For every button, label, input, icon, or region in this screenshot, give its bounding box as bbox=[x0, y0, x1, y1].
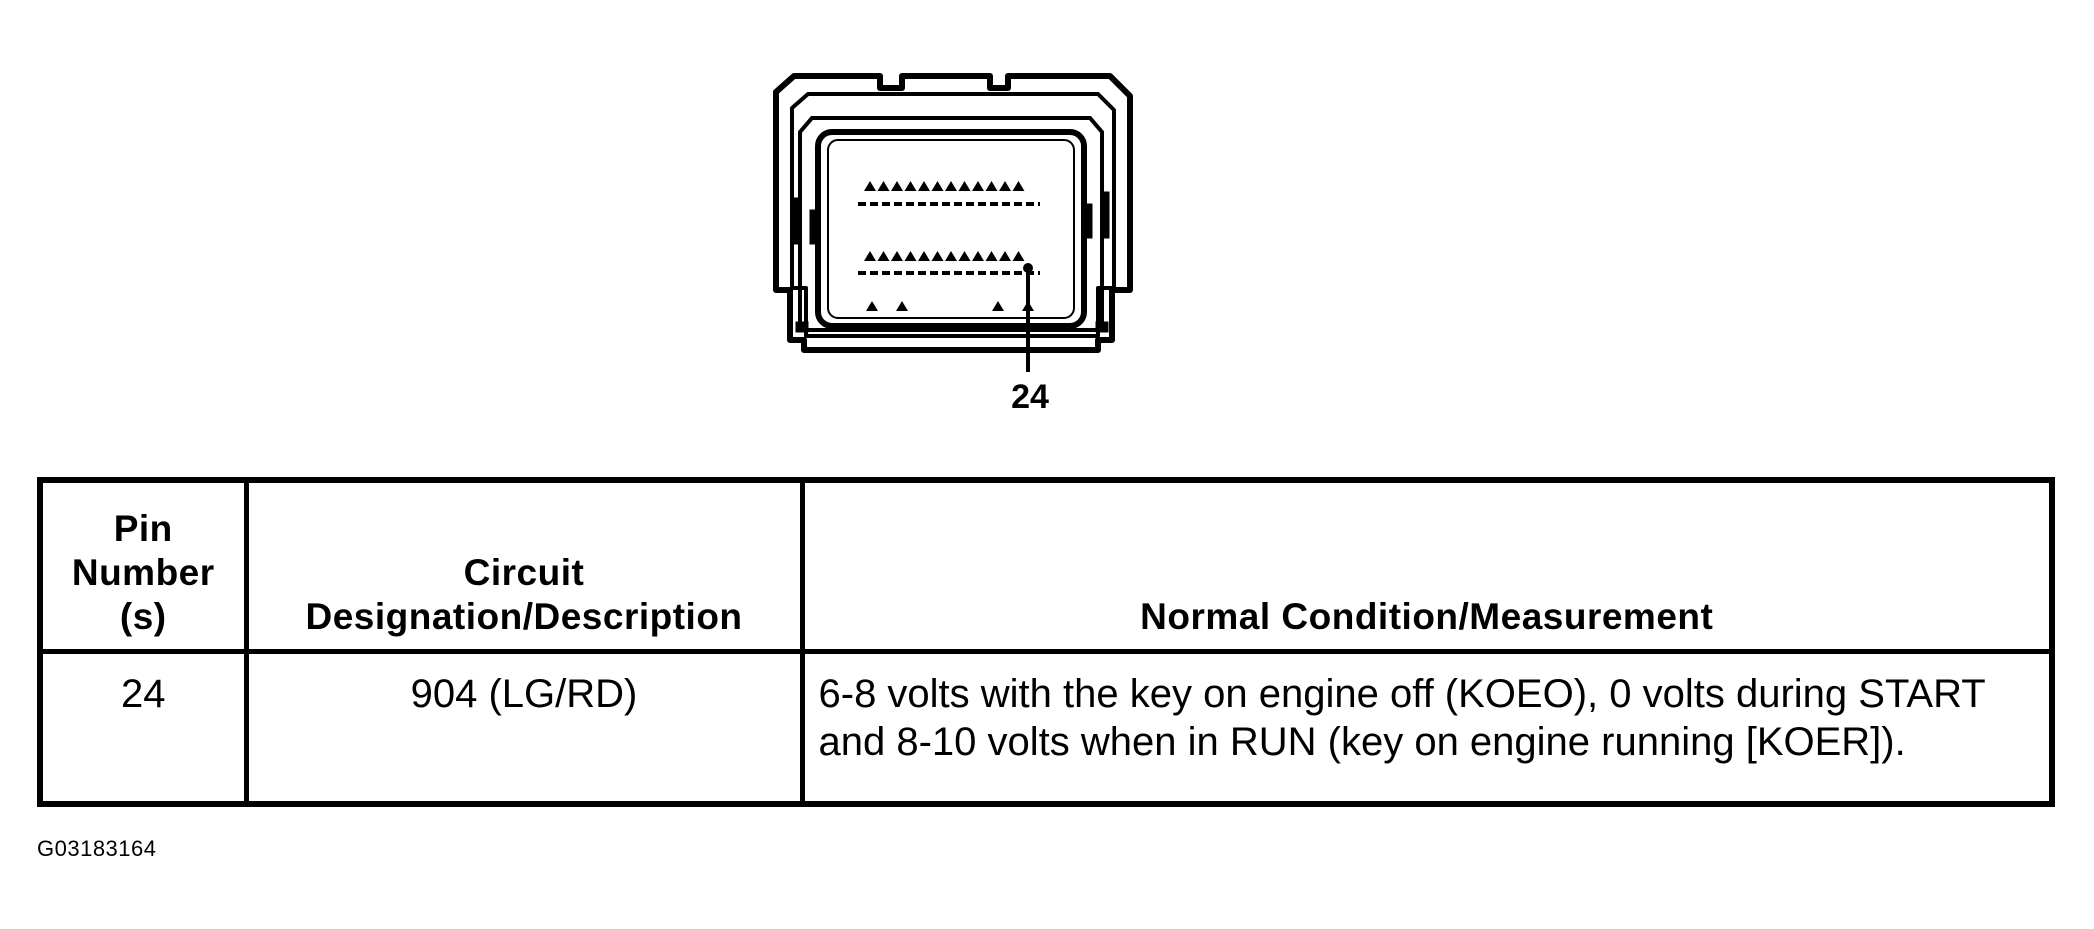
pin-cavity bbox=[904, 251, 917, 261]
pin-cavity bbox=[985, 251, 998, 261]
cell-measurement: 6-8 volts with the key on engine off (KO… bbox=[799, 649, 2055, 807]
pin-cavity bbox=[945, 251, 957, 261]
pin-cavity bbox=[999, 181, 1011, 191]
header-measurement: Normal Condition/Measurement bbox=[799, 477, 2055, 654]
pin-row-middle bbox=[858, 251, 1040, 275]
pin-cavity bbox=[896, 301, 908, 311]
pin-cavity bbox=[1012, 181, 1025, 191]
cell-pin: 24 bbox=[37, 649, 249, 807]
pin-cavity bbox=[891, 181, 903, 191]
pin-callout-label: 24 bbox=[1011, 378, 1049, 416]
pin-row-lower bbox=[866, 301, 1034, 311]
pin-cavity bbox=[999, 251, 1011, 261]
table-row: 24 904 (LG/RD) 6-8 volts with the key on… bbox=[37, 649, 2055, 807]
pin-cavity bbox=[992, 301, 1004, 311]
pin-cavity bbox=[958, 251, 971, 261]
pin-cavity bbox=[864, 251, 876, 261]
cell-circuit: 904 (LG/RD) bbox=[243, 649, 805, 807]
pin-cavity bbox=[866, 301, 878, 311]
pin-cavity bbox=[945, 181, 957, 191]
pin-cavity bbox=[972, 251, 984, 261]
pin-cavity bbox=[877, 181, 890, 191]
connector-diagram: 24 bbox=[773, 73, 1133, 416]
pin-row-upper bbox=[858, 181, 1040, 206]
pin-cavity bbox=[918, 181, 930, 191]
pin-cavity bbox=[904, 181, 917, 191]
pin-cavity bbox=[985, 181, 998, 191]
pin-cavity bbox=[918, 251, 930, 261]
connector-inner-frame bbox=[792, 116, 1110, 333]
pin-cavity bbox=[891, 251, 903, 261]
pin-cavity bbox=[931, 251, 944, 261]
pin-cavity bbox=[958, 181, 971, 191]
pin-cavity bbox=[877, 251, 890, 261]
pin-cavity bbox=[1012, 251, 1025, 261]
pin-cavity bbox=[864, 181, 876, 191]
header-measurement-text: Normal Condition/Measurement bbox=[1140, 596, 1714, 637]
pin-cavity bbox=[972, 181, 984, 191]
figure-code: G03183164 bbox=[37, 836, 157, 861]
pin-callout-leader bbox=[1023, 263, 1033, 372]
pin-cavity bbox=[931, 181, 944, 191]
